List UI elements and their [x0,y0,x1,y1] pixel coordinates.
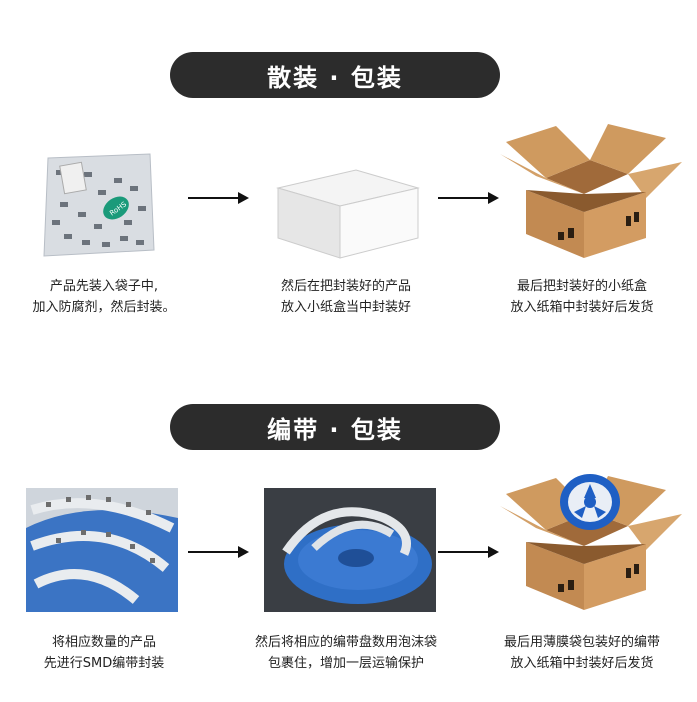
section-title-bulk: 散装 · 包装 [170,52,500,98]
section-title-tape-text: 编带 · 包装 [267,415,403,444]
step-caption: 然后在把封装好的产品 放入小纸盒当中封装好 [236,276,456,318]
rohs-tag-icon [103,196,129,220]
step-caption: 产品先装入袋子中, 加入防腐剂，然后封装。 [0,276,214,318]
tape-reel-closeup-image [26,488,178,612]
shipping-carton-image [500,124,682,258]
section-title-tape: 编带 · 包装 [170,404,500,450]
caption-line: 放入小纸盒当中封装好 [280,300,411,315]
caption-line: 加入防腐剂，然后封装。 [32,300,176,315]
arrow-right-icon [438,546,499,558]
step-caption: 然后将相应的编带盘数用泡沫袋 包裹住，增加一层运输保护 [236,632,456,674]
step-caption: 最后把封装好的小纸盒 放入纸箱中封装好后发货 [472,276,692,318]
step-caption: 将相应数量的产品 先进行SMD编带封装 [0,632,214,674]
section-title-bulk-text: 散装 · 包装 [267,63,403,92]
caption-line: 先进行SMD编带封装 [43,656,165,671]
desiccant-pack-icon [59,161,87,195]
caption-line: 将相应数量的产品 [51,635,156,650]
caption-line: 包裹住，增加一层运输保护 [267,656,424,671]
caption-line: 放入纸箱中封装好后发货 [510,656,654,671]
small-white-box-image [276,169,420,259]
arrow-right-icon [188,192,249,204]
handling-symbols-icon [558,564,639,592]
step-caption: 最后用薄膜袋包装好的编带 放入纸箱中封装好后发货 [472,632,692,674]
caption-line: 最后把封装好的小纸盒 [516,279,647,294]
caption-line: 最后用薄膜袋包装好的编带 [503,635,660,650]
arrow-right-icon [438,192,499,204]
handling-symbols-icon [558,212,639,240]
arrow-right-icon [188,546,249,558]
caption-line: 然后在把封装好的产品 [280,279,411,294]
bag-of-parts-image: RoHS [43,153,155,257]
reel-in-foam-bag-image [264,488,436,612]
caption-line: 然后将相应的编带盘数用泡沫袋 [254,635,437,650]
caption-line: 产品先装入袋子中, [49,279,159,294]
carton-with-reel-image [500,474,682,610]
blue-reel-icon [560,474,620,530]
caption-line: 放入纸箱中封装好后发货 [510,300,654,315]
